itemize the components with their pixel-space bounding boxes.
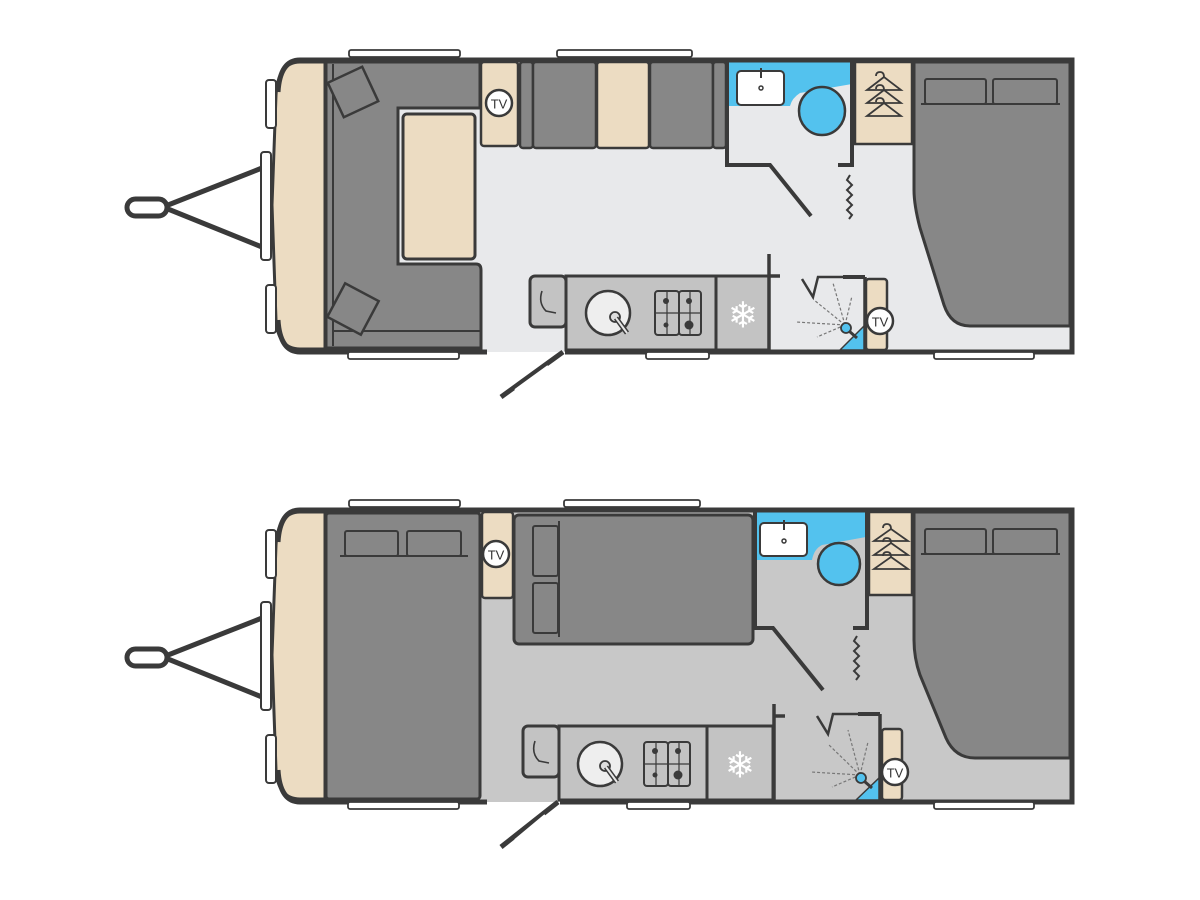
hob-icon	[654, 290, 702, 336]
window	[265, 79, 277, 129]
rear-bed	[912, 510, 1072, 760]
curtain-icon	[852, 635, 861, 681]
side-seat	[531, 60, 598, 150]
window	[626, 801, 691, 810]
pillow	[532, 525, 559, 577]
window	[265, 284, 277, 334]
shower-icon	[810, 712, 882, 801]
hob-icon	[643, 741, 691, 787]
window	[265, 529, 277, 579]
window	[933, 351, 1035, 360]
window	[260, 601, 272, 711]
pillow	[924, 528, 987, 555]
lounge-table	[401, 112, 477, 261]
tow-hitch-icon	[124, 615, 263, 700]
toilet-icon	[797, 85, 847, 137]
door-icon[interactable]	[499, 800, 560, 849]
window	[265, 734, 277, 784]
floorplan-layout-1: TV	[124, 49, 1075, 400]
floorplan-layout-2: TV	[124, 499, 1075, 849]
front-locker	[270, 60, 327, 351]
fridge-snowflake-icon: ❄	[728, 295, 758, 336]
side-seat	[648, 60, 715, 150]
rear-bed	[912, 60, 1072, 328]
window	[563, 499, 701, 508]
tv-icon: TV	[880, 757, 910, 787]
window	[260, 151, 272, 261]
tv-icon: TV	[484, 88, 514, 118]
svg-text:TV: TV	[491, 97, 508, 112]
curtain-icon	[845, 174, 854, 220]
fridge	[714, 274, 771, 352]
pillow	[924, 78, 987, 105]
svg-text:TV: TV	[887, 766, 904, 781]
pillow	[344, 530, 399, 557]
washroom	[753, 512, 869, 692]
toilet-icon	[816, 541, 862, 587]
tow-hitch-icon	[124, 165, 263, 250]
sink-icon	[576, 740, 624, 788]
window	[348, 49, 461, 58]
svg-text:TV: TV	[488, 548, 505, 563]
heater-icon	[532, 740, 550, 764]
window	[347, 351, 460, 360]
cushion	[326, 65, 380, 119]
window	[556, 49, 693, 58]
front-lounge-seating	[324, 60, 483, 350]
sink-icon	[584, 289, 632, 337]
heater	[528, 274, 568, 329]
front-bed	[324, 511, 482, 801]
pillow	[406, 530, 462, 557]
pillow	[532, 582, 559, 634]
heater	[521, 724, 561, 779]
tv-icon: TV	[865, 306, 895, 336]
side-table	[595, 60, 651, 150]
wardrobe-hanger-icon	[864, 71, 904, 117]
door-icon[interactable]	[499, 349, 565, 400]
window	[645, 351, 710, 360]
window	[348, 499, 461, 508]
window	[347, 801, 460, 810]
front-locker	[270, 510, 327, 801]
fridge-snowflake-icon: ❄	[725, 745, 755, 786]
svg-text:TV: TV	[872, 315, 889, 330]
pillow	[992, 78, 1058, 105]
cushion	[325, 281, 381, 337]
heater-icon	[539, 290, 557, 314]
window	[933, 801, 1035, 810]
wardrobe-hanger-icon	[871, 523, 911, 570]
pillow	[992, 528, 1058, 555]
tv-icon: TV	[481, 539, 511, 569]
washroom	[725, 62, 854, 220]
